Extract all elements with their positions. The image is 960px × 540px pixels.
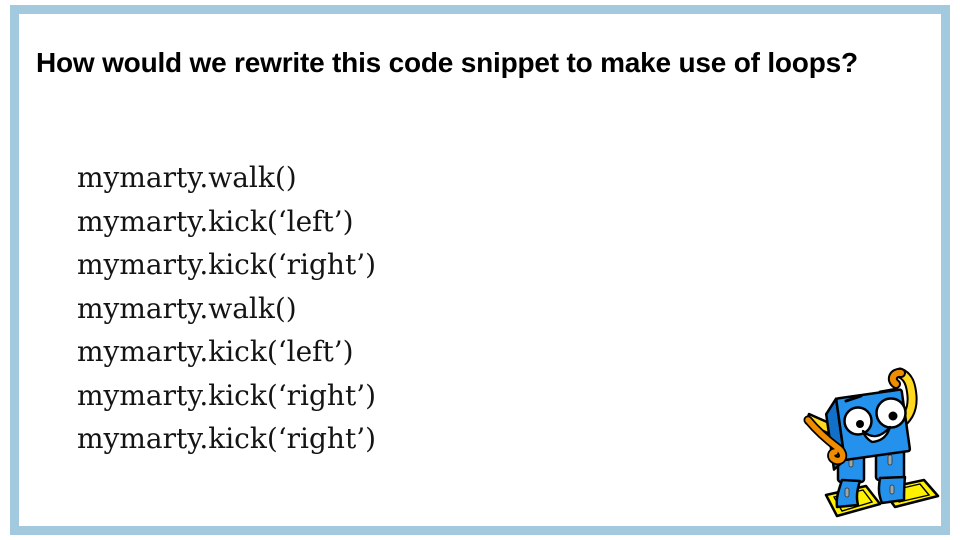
code-line: mymarty.walk() [77,161,297,194]
robot-face-icon [843,387,907,444]
code-block: mymarty.walk() mymarty.kick(‘left’) mymart… [77,156,376,461]
code-line: mymarty.kick(‘right’) [77,248,377,281]
code-line: mymarty.kick(‘left’) [77,204,354,238]
code-line: mymarty.walk() [77,291,297,325]
marty-robot-illustration [803,367,940,518]
code-line: mymarty.kick(‘right’) [77,378,377,412]
robot-left-arm-curl-icon [803,415,848,466]
code-line: mymarty.kick(‘left’) [77,335,354,368]
code-line: mymarty.kick(‘right’) [77,422,377,455]
slide-title: How would we rewrite this code snippet t… [36,47,858,78]
